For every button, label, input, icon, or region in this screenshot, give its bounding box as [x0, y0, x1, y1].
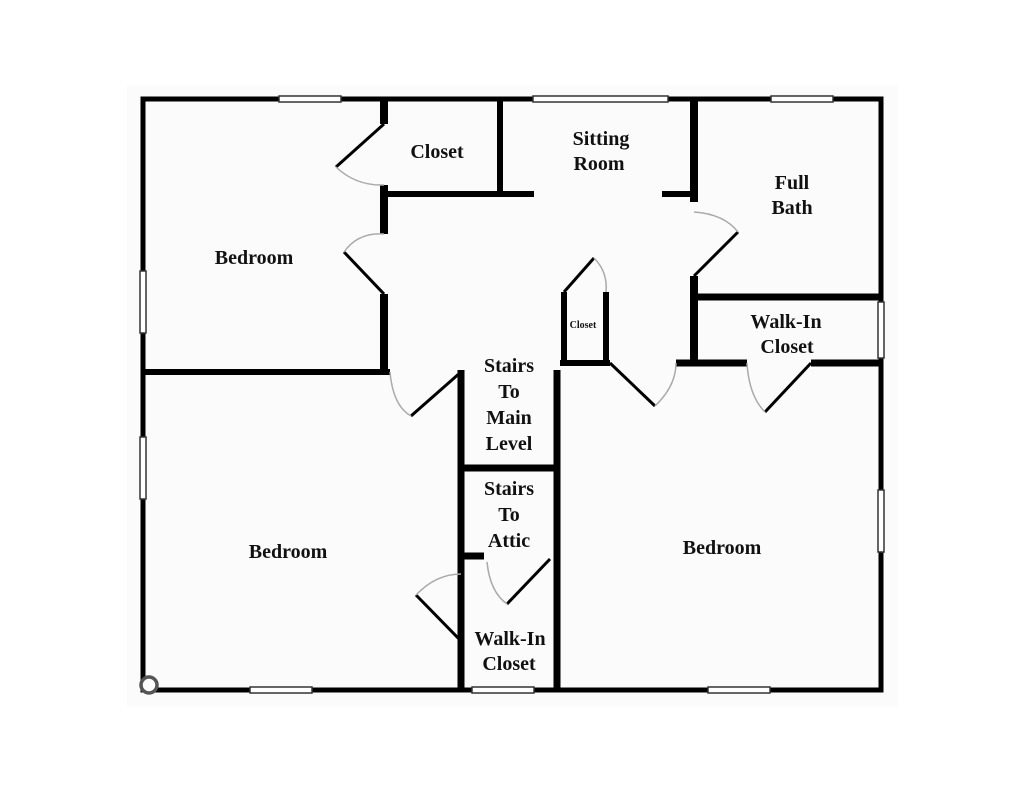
svg-text:Closet: Closet	[482, 653, 536, 675]
svg-text:Room: Room	[573, 153, 624, 175]
svg-text:Closet: Closet	[760, 336, 814, 358]
window	[471, 686, 535, 694]
window	[532, 95, 669, 103]
small-closet-label: Closet	[570, 320, 597, 331]
window	[770, 95, 834, 103]
window	[139, 270, 147, 334]
bedroom-se-label: Bedroom	[683, 537, 762, 559]
svg-text:Level: Level	[486, 433, 533, 455]
plan-background	[127, 86, 898, 706]
stairs-attic-label: Stairs To Attic	[484, 478, 534, 552]
svg-text:Stairs: Stairs	[484, 355, 534, 377]
stairs-main-level-label: Stairs To Main Level	[484, 355, 534, 455]
bedroom-sw-label: Bedroom	[249, 541, 328, 563]
window	[139, 436, 147, 500]
bedroom-nw-label: Bedroom	[215, 247, 294, 269]
walkin-closet-south-label: Walk-In Closet	[474, 628, 545, 675]
doors	[334, 122, 813, 643]
svg-text:Walk-In: Walk-In	[750, 311, 821, 333]
walkin-closet-east-label: Walk-In Closet	[750, 311, 821, 358]
svg-text:Bath: Bath	[771, 197, 812, 219]
svg-text:To: To	[498, 504, 520, 526]
corner-marker-icon	[139, 675, 159, 695]
svg-text:Sitting: Sitting	[573, 128, 630, 150]
interior-walls	[143, 99, 881, 690]
windows	[139, 95, 885, 694]
svg-text:Walk-In: Walk-In	[474, 628, 545, 650]
window	[877, 301, 885, 359]
window	[278, 95, 342, 103]
sitting-room-label: Sitting Room	[573, 128, 630, 175]
svg-text:Full: Full	[775, 172, 810, 194]
svg-text:Stairs: Stairs	[484, 478, 534, 500]
window	[249, 686, 313, 694]
window	[707, 686, 771, 694]
svg-text:Main: Main	[486, 407, 532, 429]
window	[877, 489, 885, 553]
svg-text:Attic: Attic	[488, 530, 530, 552]
svg-text:To: To	[498, 381, 520, 403]
closet-top-label: Closet	[410, 141, 464, 163]
full-bath-label: Full Bath	[771, 172, 812, 219]
